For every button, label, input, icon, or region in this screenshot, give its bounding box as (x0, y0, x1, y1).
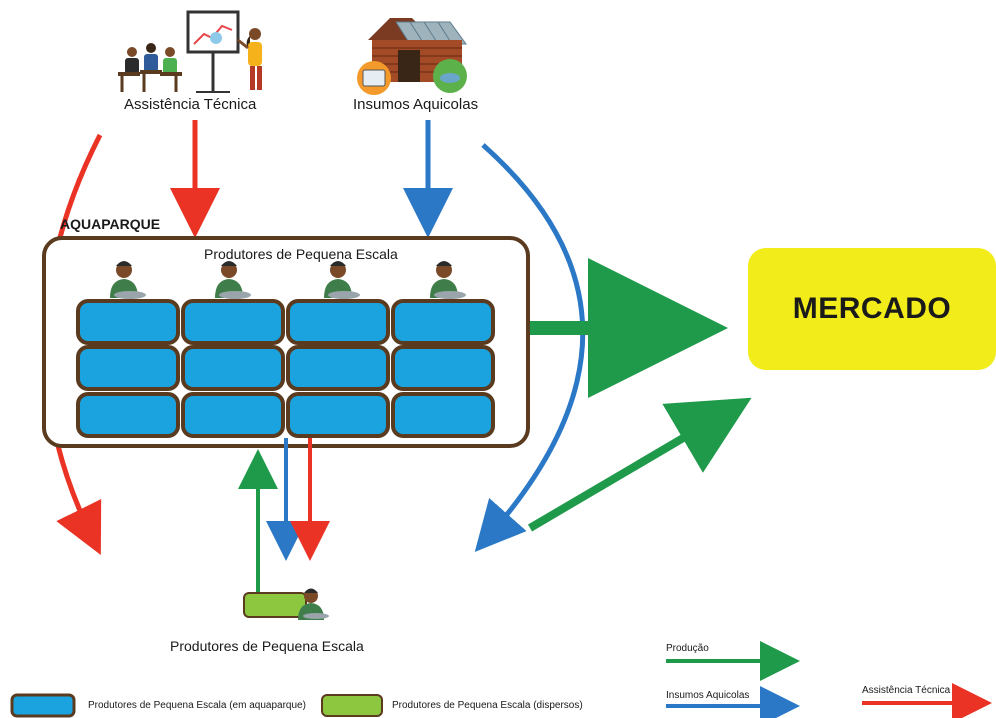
pond (76, 299, 180, 345)
farmer-icon (215, 261, 251, 299)
legend-aquaparque-swatch (10, 693, 76, 718)
pond (391, 299, 495, 345)
pond (181, 299, 285, 345)
pond (181, 392, 285, 438)
assistencia-label: Assistência Técnica (124, 96, 257, 113)
pond (76, 392, 180, 438)
producao-arrow-dispersed (527, 397, 752, 532)
pond-grid (76, 299, 495, 438)
pond (286, 299, 390, 345)
assistencia-illustration (118, 10, 262, 93)
dispersed-pond (243, 592, 307, 618)
mercado-label: MERCADO (792, 292, 952, 325)
aquaparque-producers-title: Produtores de Pequena Escala (204, 246, 398, 262)
farmer-icon (324, 261, 360, 299)
pond (391, 392, 495, 438)
aquaparque-title: AQUAPARQUE (60, 216, 161, 232)
legend-aquaparque-label: Produtores de Pequena Escala (em aquapar… (88, 700, 306, 711)
farmer-icon (298, 588, 329, 620)
pond (286, 345, 390, 391)
dispersed-producers-label: Produtores de Pequena Escala (170, 638, 364, 654)
pond (391, 345, 495, 391)
legend-dispersos-label: Produtores de Pequena Escala (dispersos) (392, 700, 583, 711)
legend-producao-label: Produção (666, 643, 709, 654)
pond (76, 345, 180, 391)
insumos-label: Insumos Aquicolas (353, 96, 479, 113)
legend-assistencia-label: Assistência Técnica (862, 685, 951, 696)
pond (286, 392, 390, 438)
legend-dispersos-swatch (321, 694, 383, 717)
farmer-icon (430, 261, 466, 299)
legend-insumos-label: Insumos Aquicolas (666, 690, 750, 701)
pond (181, 345, 285, 391)
farmer-icon (110, 261, 146, 299)
mercado-box: MERCADO (748, 248, 996, 370)
insumos-illustration (357, 18, 467, 95)
